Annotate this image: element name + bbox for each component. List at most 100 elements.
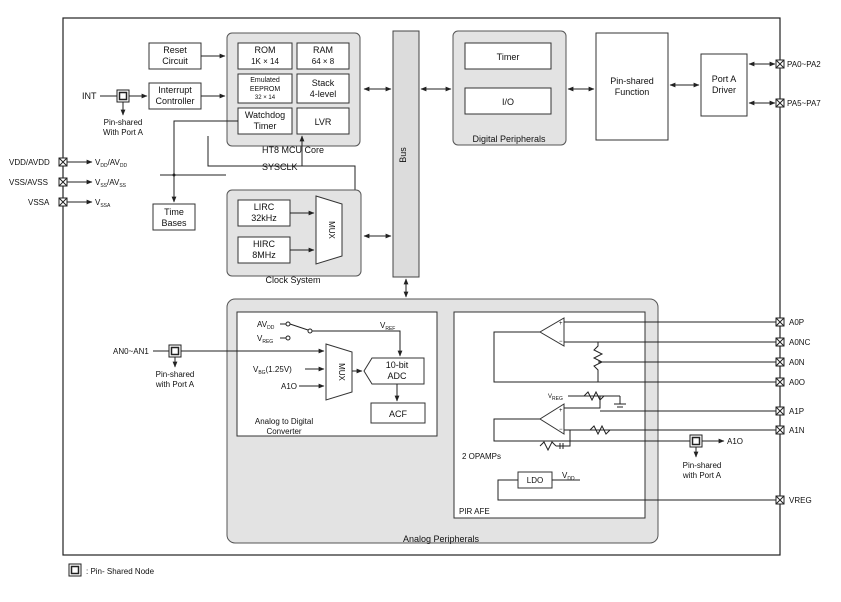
ram-label: RAM [313, 45, 333, 55]
a1o-pin-shared-node-inner [691, 436, 701, 446]
analog-pin-a0n: A0N [775, 357, 805, 367]
power-net-vss: VSS/AVSS [95, 178, 127, 189]
adc-avdd-label: AVDD [257, 320, 275, 331]
pin-shared-function-label-2: Function [615, 87, 650, 97]
an-pin-note-1: Pin-shared [156, 370, 195, 379]
pir-afe-title: PIR AFE [459, 507, 490, 516]
pir-vreg-small: VREG [548, 394, 563, 402]
adc-vbg-label: VBG(1.25V) [253, 365, 292, 376]
analog-pin-vreg: VREG [775, 495, 812, 505]
int-pin-shared-node-inner [118, 91, 128, 101]
a1o-pin-note-2: with Port A [682, 471, 722, 480]
clock-system-title: Clock System [265, 275, 320, 285]
pin-shared-function-block [595, 32, 669, 141]
adc-vref-label: VREF [380, 321, 395, 332]
rom-block [237, 42, 293, 70]
a1o-pin-label: A1O [727, 437, 743, 446]
port-pin-pa0-label: PA0~PA2 [787, 60, 821, 69]
opamp-1 [539, 317, 565, 347]
adc-mux-label: MUX [337, 363, 346, 381]
adc-label-2: ADC [387, 371, 407, 381]
adc-block [363, 357, 425, 385]
analog-pin-a0p: A0P [775, 317, 804, 327]
adc-a1o-label: A1O [281, 382, 297, 391]
analog-pin-a0p-label: A0P [789, 318, 804, 327]
clock-mux-label: MUX [327, 221, 336, 239]
port-pin-pa5: PA5~PA7 [748, 98, 821, 108]
pin-shared-function-label-1: Pin-shared [610, 76, 654, 86]
power-pin-vdd: VDD/AVDD VDD/AVDD [9, 157, 128, 169]
hirc-label: HIRC [253, 239, 275, 249]
analog-pin-a0nc-label: A0NC [789, 338, 811, 347]
time-bases-label-1: Time [164, 207, 184, 217]
rom-label: ROM [255, 45, 276, 55]
watchdog-label-1: Watchdog [245, 110, 285, 120]
time-bases-block [152, 203, 196, 231]
hirc-freq: 8MHz [252, 250, 276, 260]
port-a-driver-label-1: Port A [712, 74, 737, 84]
power-pin-vssa-label: VSSA [28, 198, 50, 207]
adc-mux [325, 343, 353, 401]
opamp-2 [539, 403, 565, 435]
stack-depth: 4-level [310, 89, 337, 99]
watchdog-label-2: Timer [254, 121, 277, 131]
port-a-driver-label-2: Driver [712, 85, 736, 95]
power-net-vssa: VSSA [95, 198, 111, 209]
int-pin-note-2: With Port A [103, 128, 144, 137]
lvr-label: LVR [315, 117, 332, 127]
interrupt-controller-label-2: Controller [155, 96, 194, 106]
eeprom-block [237, 73, 293, 104]
io-label: I/O [502, 97, 514, 107]
analog-pin-a1n-label: A1N [789, 426, 805, 435]
power-pin-vss: VSS/AVSS VSS/AVSS [9, 177, 127, 189]
int-pin-label: INT [82, 91, 97, 101]
power-net-vdd: VDD/AVDD [95, 158, 128, 169]
stack-label: Stack [312, 78, 335, 88]
rom-size: 1K × 14 [251, 57, 279, 66]
pir-opamps-label: 2 OPAMPs [462, 452, 501, 461]
reset-circuit-label-1: Reset [163, 45, 187, 55]
interrupt-controller-block [148, 82, 202, 110]
eeprom-label-2: EEPROM [250, 86, 281, 93]
svg-text:+: + [559, 321, 563, 327]
an-pin-label: AN0~AN1 [113, 347, 149, 356]
analog-pin-a0o: A0O [775, 377, 805, 387]
io-block [464, 87, 552, 115]
analog-pin-a1p: A1P [775, 406, 804, 416]
hirc-block [237, 236, 291, 264]
lirc-freq: 32kHz [251, 213, 277, 223]
reset-circuit-label-2: Circuit [162, 56, 188, 66]
port-a-driver-block [700, 53, 748, 117]
analog-pin-a1n: A1N [775, 425, 805, 435]
stack-block [296, 73, 350, 104]
digital-peripherals-title: Digital Peripherals [472, 134, 546, 144]
ldo-vdd-label: VDD [562, 471, 575, 482]
eeprom-label-1: Emulated [250, 77, 280, 84]
timer-block [464, 42, 552, 70]
mcu-core-title: HT8 MCU Core [262, 145, 324, 155]
ldo-label: LDO [527, 476, 543, 485]
analog-pin-a0n-label: A0N [789, 358, 805, 367]
adc-title-2: Converter [266, 427, 301, 436]
int-pin-note-1: Pin-shared [104, 118, 143, 127]
acf-block [370, 402, 426, 424]
power-pin-vssa: VSSA VSSA [28, 197, 111, 209]
ram-block [296, 42, 350, 70]
eeprom-size: 32 × 14 [255, 95, 276, 101]
port-pin-pa0: PA0~PA2 [748, 59, 821, 69]
analog-pin-vreg-label: VREG [789, 496, 812, 505]
analog-peripherals-title: Analog Peripherals [403, 534, 480, 544]
analog-pin-a1p-label: A1P [789, 407, 804, 416]
legend-label: : Pin- Shared Node [86, 567, 155, 576]
watchdog-timer-block [237, 107, 293, 135]
lvr-block [296, 107, 350, 135]
adc-title-1: Analog to Digital [255, 417, 313, 426]
svg-text:−: − [559, 339, 563, 345]
svg-text:−: − [559, 427, 563, 433]
ram-size: 64 × 8 [312, 57, 335, 66]
clock-mux [315, 195, 343, 265]
an-pin-shared-node-inner [170, 346, 180, 356]
bus-label: Bus [398, 147, 408, 163]
interrupt-controller-label-1: Interrupt [158, 85, 192, 95]
